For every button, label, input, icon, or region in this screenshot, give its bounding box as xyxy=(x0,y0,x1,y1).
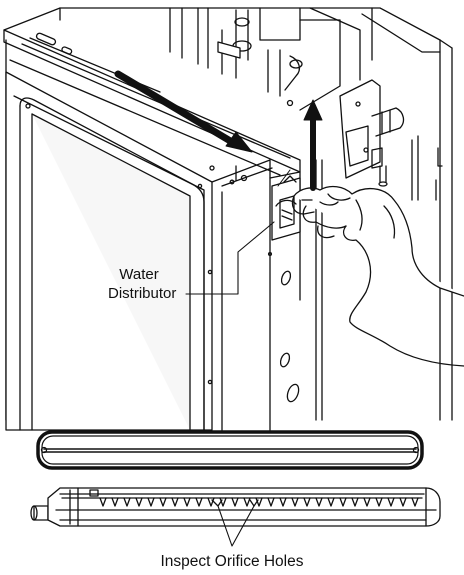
orifice-hole xyxy=(375,497,383,507)
orifice-hole xyxy=(99,497,107,507)
evaporator-panel xyxy=(5,71,215,431)
orifice-holes xyxy=(99,497,419,507)
orifice-hole xyxy=(327,497,335,507)
water-distributor xyxy=(271,169,301,241)
orifice-hole xyxy=(183,497,191,507)
removal-direction-arrows xyxy=(114,70,323,191)
orifice-hole xyxy=(387,497,395,507)
orifice-hole xyxy=(315,497,323,507)
distributor-tube-top-view xyxy=(36,430,424,470)
orifice-hole xyxy=(291,497,299,507)
orifice-hole xyxy=(111,497,119,507)
orifice-hole xyxy=(123,497,131,507)
orifice-hole xyxy=(171,497,179,507)
orifice-hole xyxy=(279,497,287,507)
orifice-hole xyxy=(147,497,155,507)
inspect-orifice-holes-label: Inspect Orifice Holes xyxy=(160,553,304,570)
orifice-hole xyxy=(411,497,419,507)
orifice-hole xyxy=(303,497,311,507)
orifice-hole xyxy=(339,497,347,507)
orifice-hole xyxy=(267,497,275,507)
water-distributor-leader xyxy=(185,221,275,295)
orifice-hole xyxy=(231,497,239,507)
evaporator-wall xyxy=(211,159,323,431)
orifice-hole xyxy=(135,497,143,507)
orifice-hole xyxy=(243,497,251,507)
orifice-holes-leader xyxy=(211,499,259,547)
orifice-hole xyxy=(363,497,371,507)
water-distributor-label-line1: Water xyxy=(119,266,159,283)
water-distributor-label-line2: Distributor xyxy=(108,285,177,302)
orifice-hole xyxy=(159,497,167,507)
hand-illustration xyxy=(291,185,464,367)
orifice-hole xyxy=(399,497,407,507)
orifice-hole xyxy=(351,497,359,507)
water-valve xyxy=(339,79,443,201)
orifice-hole xyxy=(195,497,203,507)
distributor-tube-side-view xyxy=(30,487,441,527)
plumbing-pipes xyxy=(169,7,361,111)
